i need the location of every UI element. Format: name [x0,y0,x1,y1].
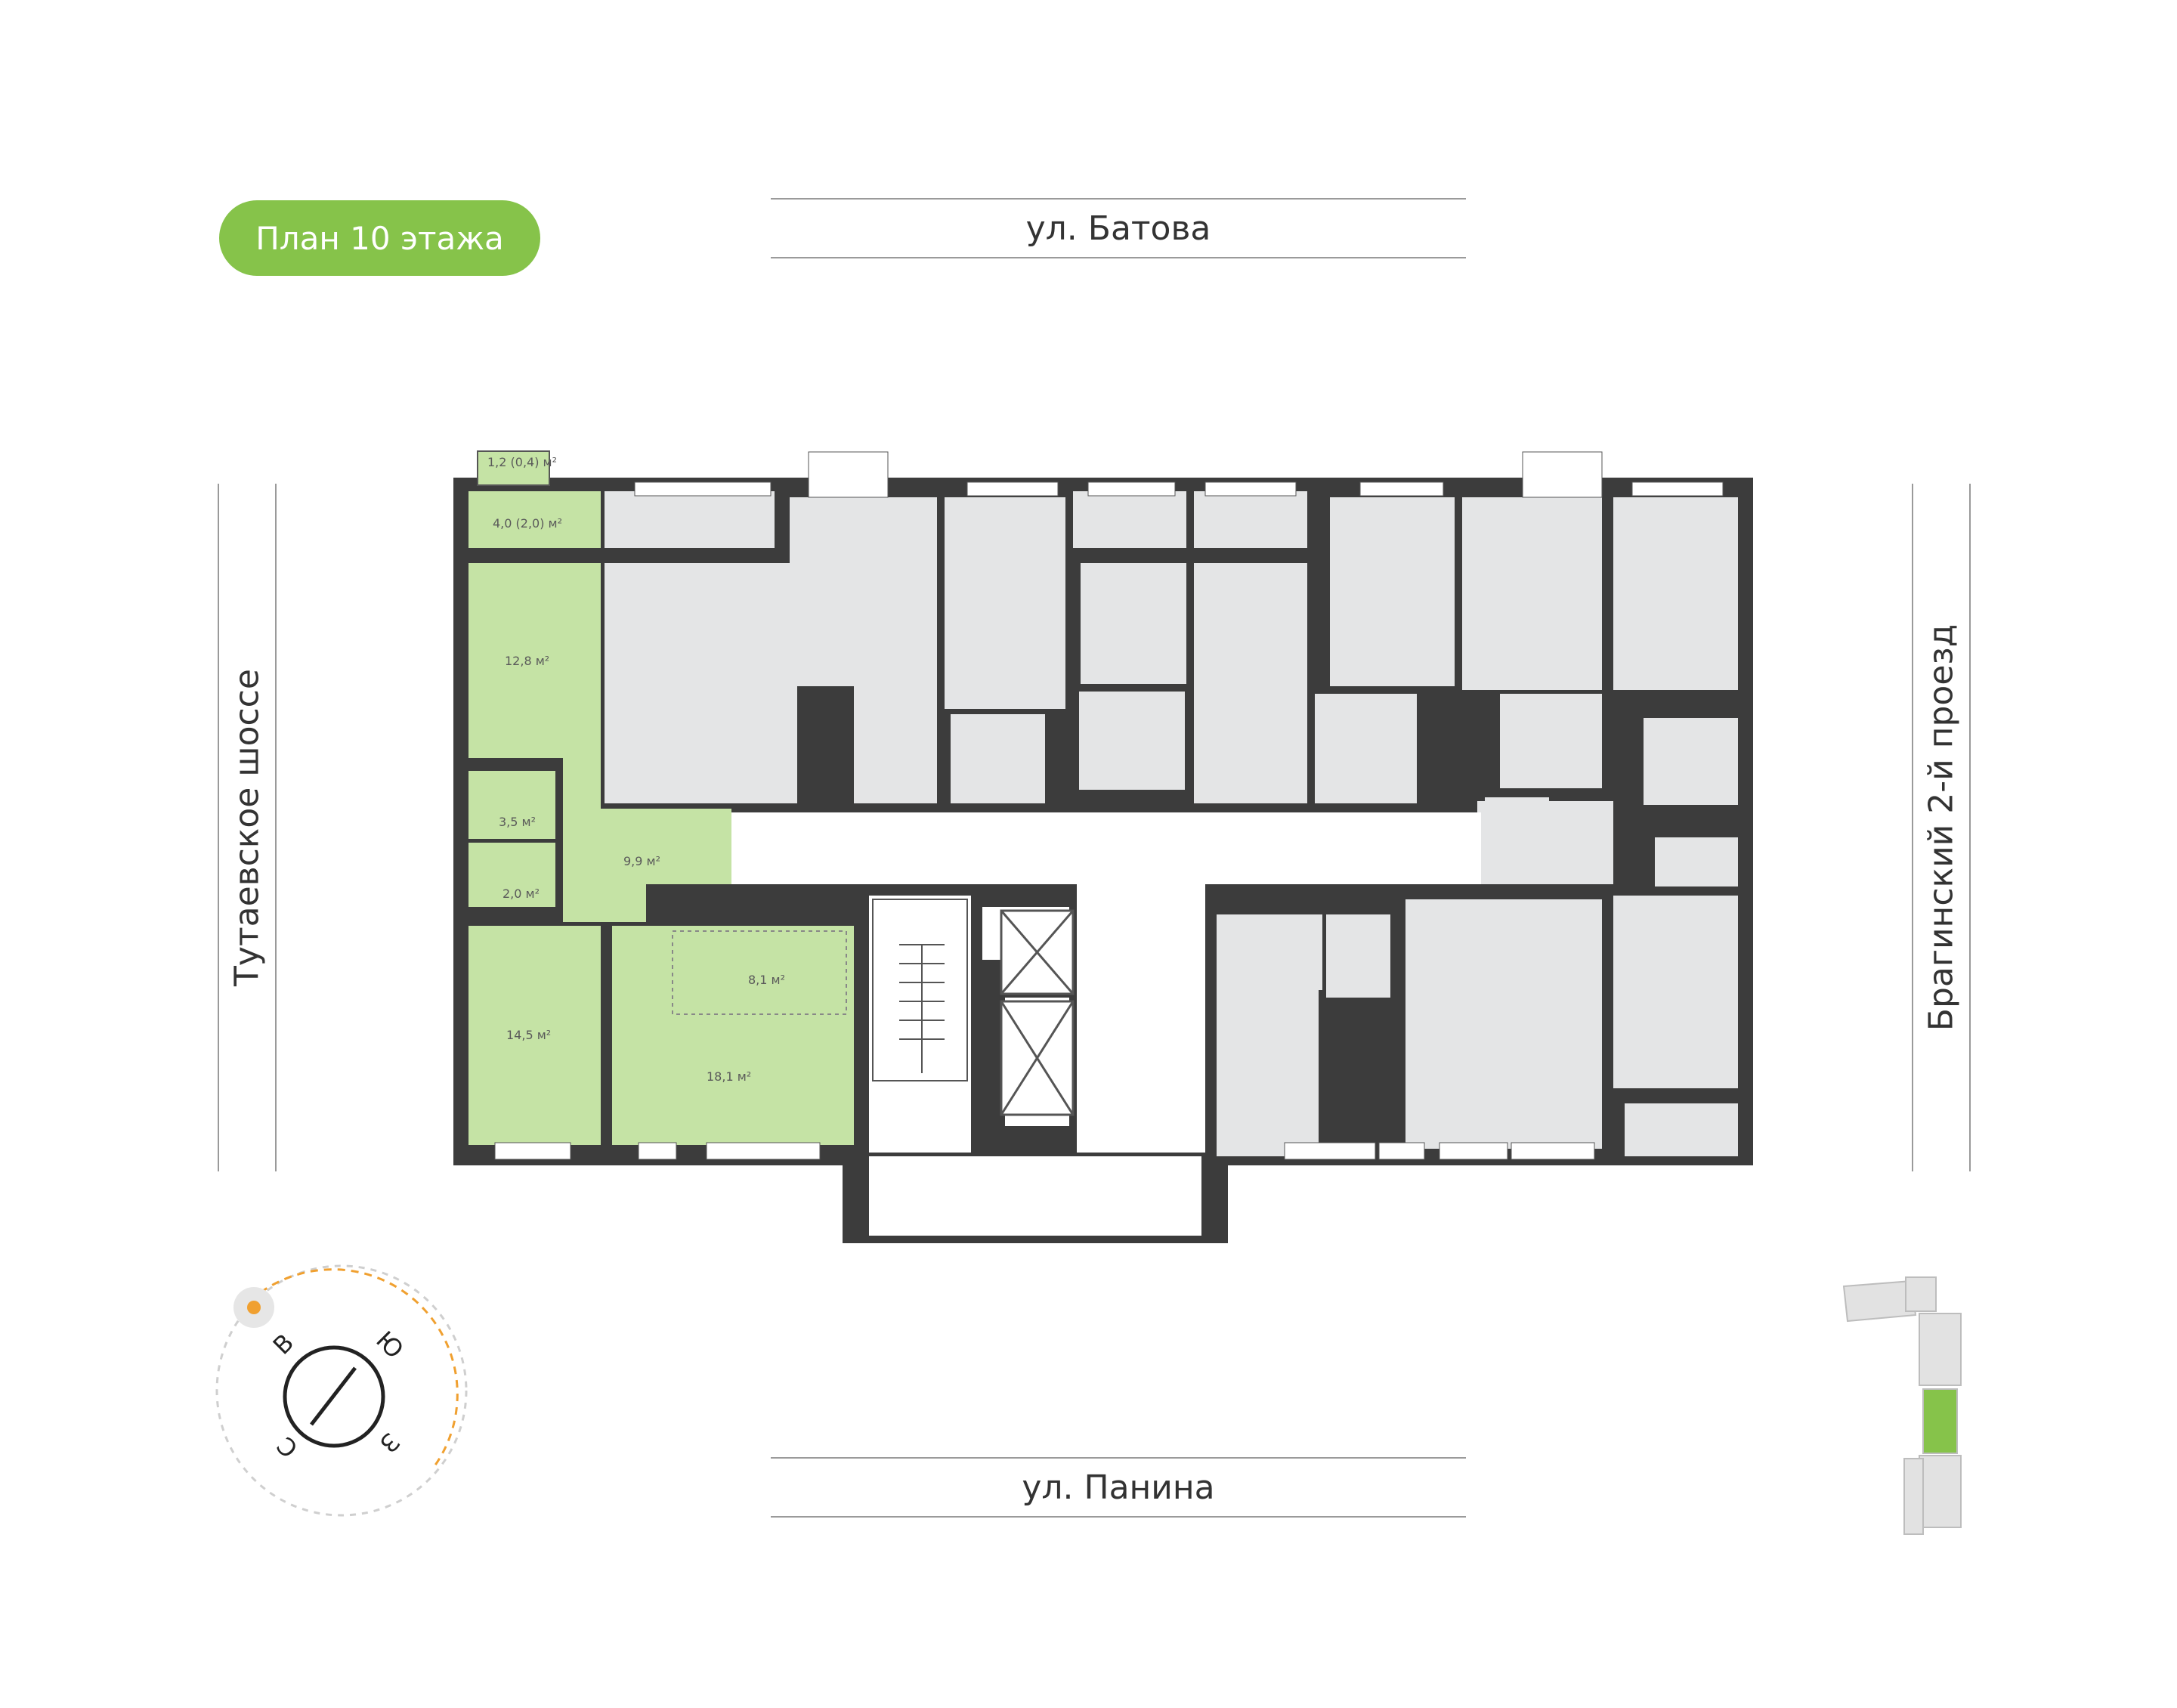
toilet-room [468,843,555,907]
floor-title-badge: План 10 этажа [219,200,540,276]
svg-text:С: С [271,1431,304,1464]
street-right: Брагинский 2-й проезд [1912,484,1971,1171]
street-bottom: ул. Панина [771,1457,1466,1518]
loggia-room [468,491,601,548]
area-label: 9,9 м² [623,854,660,868]
street-top: ул. Батова [771,198,1466,258]
hall-room [563,744,731,922]
svg-text:З: З [374,1427,405,1458]
balcony-room [477,450,550,486]
bathroom-room [468,771,555,839]
area-label: 1,2 (0,4) м² [487,455,557,469]
room-labels: 1,2 (0,4) м² 4,0 (2,0) м² 12,8 м² 3,5 м²… [487,455,785,1084]
kitchen-zone [672,930,847,1015]
sun-icon [247,1301,261,1314]
area-label: 4,0 (2,0) м² [493,516,562,531]
area-label: 18,1 м² [707,1069,751,1084]
compass: В Ю С З [215,1264,468,1517]
site-plan-minimap [1842,1276,1962,1535]
elevator-shafts [1000,909,1075,1116]
bedroom-2-room [468,926,601,1145]
stairwell [872,899,968,1081]
area-label: 3,5 м² [499,815,536,829]
site-plan-selected-section [1922,1388,1958,1454]
area-label: 14,5 м² [506,1028,551,1042]
street-left: Тутаевское шоссе [218,484,277,1171]
corridor [731,812,1481,1236]
selected-apartment[interactable] [468,450,854,1145]
living-kitchen-room [612,926,854,1145]
other-apartments [605,491,1738,1156]
svg-text:В: В [267,1328,299,1360]
bedroom-1-room [468,563,601,758]
area-label: 2,0 м² [503,886,540,901]
area-label: 12,8 м² [505,654,549,668]
windows [494,451,1724,1160]
svg-text:Ю: Ю [370,1326,409,1364]
area-label: 8,1 м² [748,973,785,987]
